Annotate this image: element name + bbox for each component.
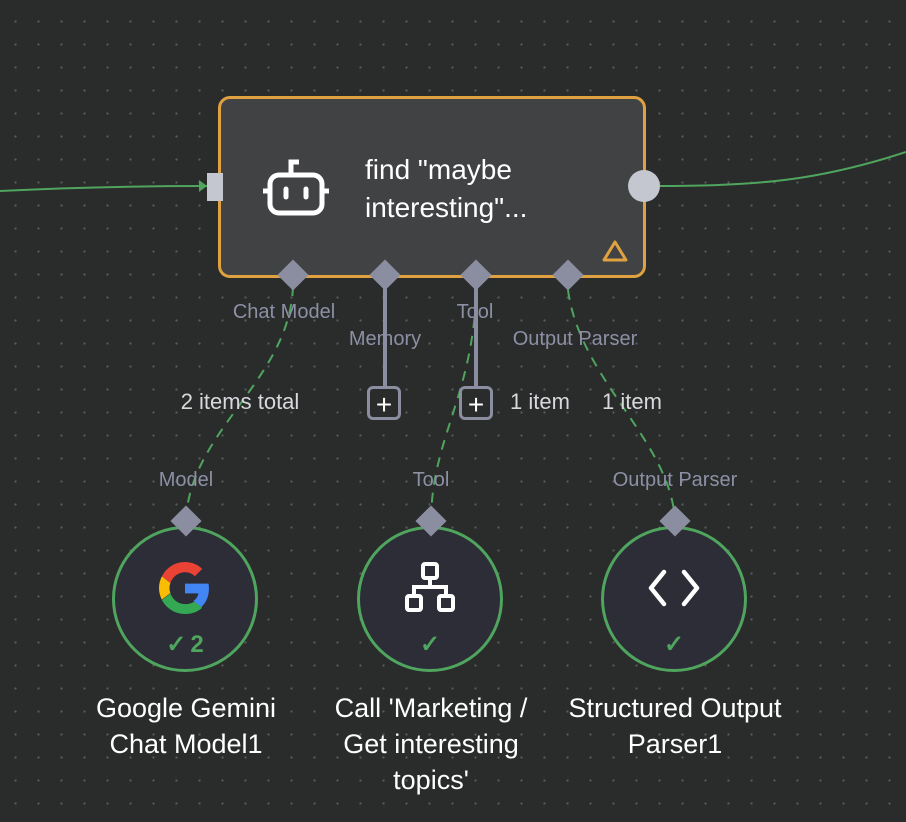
output-parser-input-label: Output Parser — [612, 469, 738, 491]
check-icon: ✓ — [419, 631, 441, 658]
check-icon: ✓ — [663, 631, 685, 658]
agent-node-title: find "maybe interesting"... — [365, 154, 528, 223]
structured-output-parser-node[interactable]: ✓ — [601, 526, 747, 672]
agent-input-handle[interactable] — [207, 173, 223, 201]
model-edge[interactable] — [185, 285, 294, 521]
tool-input-label: Tool — [412, 469, 450, 491]
tool-handle-label: Tool — [456, 301, 494, 323]
tool-edge-label: 1 item — [510, 389, 570, 414]
ai-agent-node[interactable]: find "maybe interesting"... — [218, 96, 646, 278]
agent-output-handle[interactable] — [628, 170, 660, 202]
add-memory-button[interactable]: + — [367, 386, 401, 420]
main-output-edge[interactable] — [659, 151, 906, 187]
gemini-chat-model-node[interactable]: ✓2 — [112, 526, 258, 672]
success-status: ✓2 — [166, 630, 203, 659]
code-icon — [648, 569, 700, 607]
gemini-node-label: Google Gemini Chat Model1 — [95, 693, 277, 759]
model-input-label: Model — [158, 469, 214, 491]
main-input-edge[interactable] — [0, 185, 208, 192]
success-status: ✓ — [420, 630, 440, 659]
warning-icon[interactable] — [601, 239, 629, 263]
google-icon — [159, 561, 209, 614]
run-count: 2 — [190, 630, 204, 658]
robot-icon — [263, 159, 329, 216]
memory-handle-label: Memory — [348, 328, 422, 350]
call-workflow-node-label: Call 'Marketing / Get interesting topics… — [334, 693, 528, 795]
sitemap-icon — [405, 561, 455, 612]
call-workflow-tool-node[interactable]: ✓ — [357, 526, 503, 672]
chat-model-handle-label: Chat Model — [232, 301, 336, 323]
structured-parser-node-label: Structured Output Parser1 — [568, 693, 782, 759]
parser-edge-label: 1 item — [602, 389, 662, 414]
model-edge-label: 2 items total — [180, 389, 300, 414]
success-status: ✓ — [664, 630, 684, 659]
add-tool-button[interactable]: + — [459, 386, 493, 420]
parser-edge[interactable] — [567, 289, 676, 521]
input-arrow-icon — [199, 180, 207, 192]
output-parser-handle-label: Output Parser — [512, 328, 638, 350]
check-icon: ✓ — [166, 631, 187, 658]
